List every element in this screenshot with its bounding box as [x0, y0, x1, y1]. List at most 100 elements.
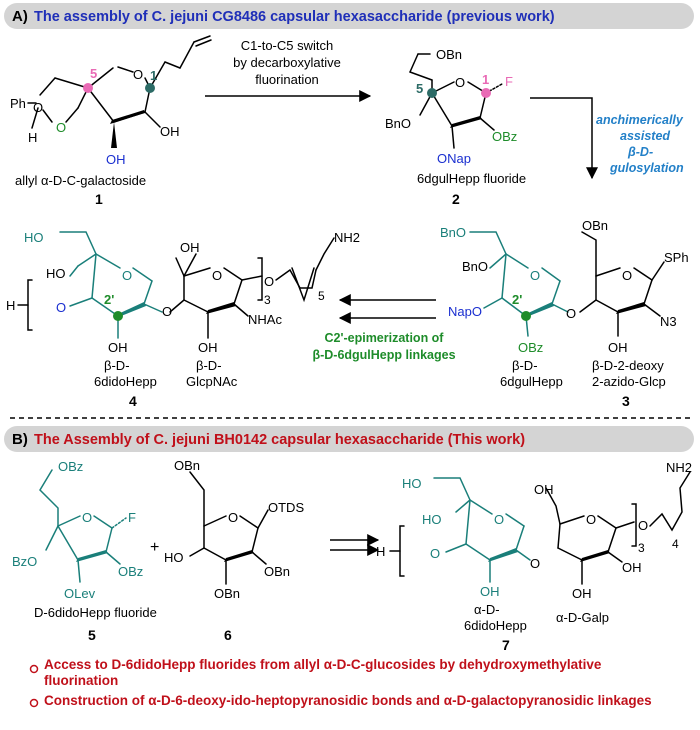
svg-text:β-D-: β-D-	[196, 358, 222, 373]
svg-text:OH: OH	[480, 584, 500, 599]
compound-1-caption: allyl α-D-C-galactoside	[15, 173, 146, 188]
svg-text:β-D-: β-D-	[512, 358, 538, 373]
svg-text:OH: OH	[180, 240, 200, 255]
panel-b-tag: B)	[12, 431, 28, 448]
svg-text:by decarboxylative: by decarboxylative	[233, 55, 341, 70]
compound-1: 5 1 O Ph H O O OH OH allyl α-D-C-galacto…	[10, 35, 212, 207]
svg-text:O: O	[122, 268, 132, 283]
svg-text:OH: OH	[108, 340, 128, 355]
c1-dot	[145, 83, 155, 93]
svg-text:O: O	[494, 512, 504, 527]
svg-text:3: 3	[638, 541, 645, 555]
compound-5: OBz O F BzO OBz OLev D-6didoHepp fluorid…	[12, 459, 157, 643]
svg-text:OTDS: OTDS	[268, 500, 304, 515]
svg-text:assisted: assisted	[620, 129, 670, 143]
svg-text:OBz: OBz	[58, 459, 83, 474]
compound-7: HO HO OH O O O O O NH2 H OH OH OH 3 4 α-…	[376, 460, 692, 653]
svg-text:α-D-Galp: α-D-Galp	[556, 610, 609, 625]
svg-text:OH: OH	[160, 124, 180, 139]
svg-text:6dgulHepp: 6dgulHepp	[500, 374, 563, 389]
svg-text:O: O	[56, 120, 66, 135]
svg-text:6didoHepp: 6didoHepp	[464, 618, 527, 633]
svg-text:O: O	[228, 510, 238, 525]
c5-dot	[83, 83, 93, 93]
svg-text:HO: HO	[422, 512, 442, 527]
panel-a-tag: A)	[12, 8, 28, 25]
svg-text:1: 1	[150, 68, 157, 83]
svg-text:F: F	[128, 510, 136, 525]
svg-text:C1-to-C5 switch: C1-to-C5 switch	[241, 38, 333, 53]
compound-2-number: 2	[452, 191, 460, 207]
svg-text:2': 2'	[512, 292, 522, 307]
svg-text:HO: HO	[402, 476, 422, 491]
svg-text:1: 1	[482, 72, 489, 87]
svg-text:fluorination: fluorination	[255, 72, 319, 87]
svg-text:6didoHepp: 6didoHepp	[94, 374, 157, 389]
svg-text:BnO: BnO	[440, 225, 466, 240]
svg-text:OH: OH	[534, 482, 554, 497]
svg-text:SPh: SPh	[664, 250, 689, 265]
svg-text:OBn: OBn	[264, 564, 290, 579]
svg-text:BnO: BnO	[462, 259, 488, 274]
svg-text:OH: OH	[608, 340, 628, 355]
svg-text:OBn: OBn	[214, 586, 240, 601]
svg-text:O: O	[566, 306, 576, 321]
svg-text:5: 5	[318, 289, 325, 303]
summary-bullets: Access to D-6didoHepp fluorides from all…	[29, 657, 652, 708]
svg-text:O: O	[82, 510, 92, 525]
svg-text:OBn: OBn	[436, 47, 462, 62]
svg-text:GlcpNAc: GlcpNAc	[186, 374, 238, 389]
svg-text:O: O	[622, 268, 632, 283]
compound-4: HO HO OH O O O O NH2 NHAc H O 2' OH OH 3…	[6, 230, 360, 409]
svg-text:ONap: ONap	[437, 151, 471, 166]
svg-text:O: O	[430, 546, 440, 561]
compound-7-number: 7	[502, 637, 510, 653]
svg-text:2-azido-Glcp: 2-azido-Glcp	[592, 374, 666, 389]
svg-text:β-D-2-deoxy: β-D-2-deoxy	[592, 358, 664, 373]
svg-text:O: O	[638, 518, 648, 533]
svg-text:O: O	[162, 304, 172, 319]
panel-a-banner	[4, 3, 694, 29]
svg-text:O: O	[56, 300, 66, 315]
compound-1-number: 1	[95, 191, 103, 207]
svg-text:O: O	[212, 268, 222, 283]
svg-text:BzO: BzO	[12, 554, 37, 569]
compound-3: BnO BnO OBn O O SPh NapO O 2' OBz OH N3 …	[440, 218, 689, 409]
svg-text:H: H	[6, 298, 15, 313]
svg-text:NapO: NapO	[448, 304, 482, 319]
svg-text:OBz: OBz	[118, 564, 143, 579]
arrow-2-to-3	[530, 97, 598, 180]
svg-text:HO: HO	[24, 230, 44, 245]
svg-text:anchimerically: anchimerically	[596, 113, 684, 127]
svg-text:O: O	[133, 67, 143, 82]
svg-text:O: O	[530, 268, 540, 283]
svg-text:gulosylation: gulosylation	[609, 161, 684, 175]
svg-text:BnO: BnO	[385, 116, 411, 131]
svg-text:NHAc: NHAc	[248, 312, 282, 327]
compound-5-caption: D-6didoHepp fluoride	[34, 605, 157, 620]
svg-text:α-D-: α-D-	[474, 602, 500, 617]
svg-text:O: O	[586, 512, 596, 527]
svg-text:OBn: OBn	[174, 458, 200, 473]
svg-text:4: 4	[672, 537, 679, 551]
panel-b-banner	[4, 426, 694, 452]
svg-text:5: 5	[90, 66, 97, 81]
plus-sign: +	[150, 539, 159, 556]
svg-text:HO: HO	[46, 266, 66, 281]
svg-text:OH: OH	[106, 152, 126, 167]
compound-2-caption: 6dgulHepp fluoride	[417, 171, 526, 186]
compound-3-number: 3	[622, 393, 630, 409]
svg-text:OBz: OBz	[518, 340, 543, 355]
bullet-1: Access to D-6didoHepp fluorides from all…	[44, 657, 602, 688]
bullet-2: Construction of α-D-6-deoxy-ido-heptopyr…	[44, 693, 652, 708]
svg-text:O: O	[530, 556, 540, 571]
compound-6-number: 6	[224, 627, 232, 643]
svg-text:Ph: Ph	[10, 96, 26, 111]
svg-text:OBn: OBn	[582, 218, 608, 233]
svg-text:OH: OH	[622, 560, 642, 575]
svg-text:H: H	[376, 544, 385, 559]
compound-5-number: 5	[88, 627, 96, 643]
svg-text:OH: OH	[198, 340, 218, 355]
svg-text:C2'-epimerization of: C2'-epimerization of	[325, 331, 445, 345]
